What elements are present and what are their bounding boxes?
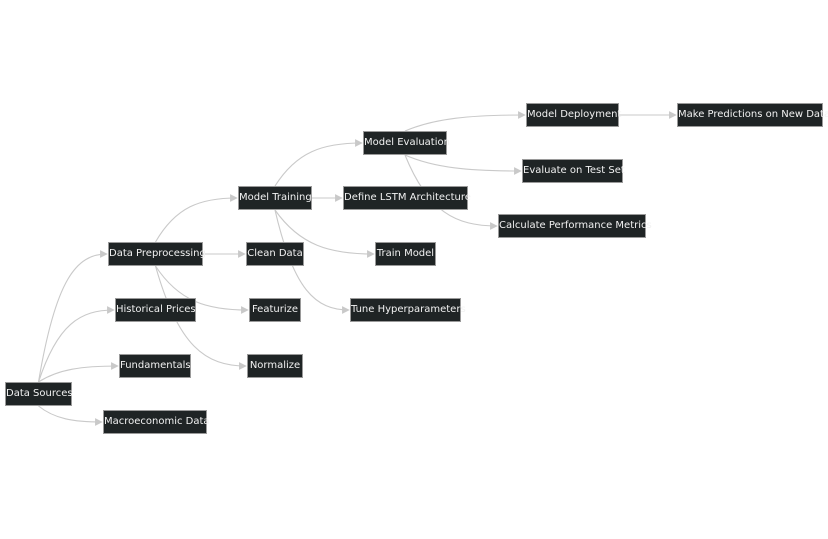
node-featurize[interactable]: Featurize xyxy=(249,298,301,322)
node-data-preprocessing[interactable]: Data Preprocessing xyxy=(108,242,206,266)
edge xyxy=(37,250,108,383)
edge-model-training-to-model-evaluation xyxy=(274,139,363,187)
edge xyxy=(37,306,115,383)
edge-model-evaluation-to-evaluate-test-set xyxy=(404,154,522,175)
node-define-lstm-architecture[interactable]: Define LSTM Architecture xyxy=(343,186,471,210)
node-fundamentals[interactable]: Fundamentals xyxy=(119,354,191,378)
edge xyxy=(154,265,247,370)
node-tune-hyperparameters[interactable]: Tune Hyperparameters xyxy=(350,298,466,322)
node-clean-data[interactable]: Clean Data xyxy=(246,242,304,266)
node-make-predictions-on-new-data[interactable]: Make Predictions on New Data xyxy=(677,103,828,127)
node-model-deployment[interactable]: Model Deployment xyxy=(526,103,621,127)
edge xyxy=(274,209,375,258)
edge-data-sources-to-historical-prices xyxy=(37,306,115,383)
edge xyxy=(404,154,522,175)
node-model-training[interactable]: Model Training xyxy=(238,186,312,210)
edge-data-sources-to-fundamentals xyxy=(38,362,119,383)
edge-data-sources-to-data-preprocessing xyxy=(37,250,108,383)
edge xyxy=(38,362,119,383)
edge-model-evaluation-to-calculate-metrics xyxy=(404,154,498,230)
node-evaluate-on-test-set[interactable]: Evaluate on Test Set xyxy=(522,159,625,183)
edge xyxy=(274,139,363,187)
edge xyxy=(155,194,238,243)
node-data-sources[interactable]: Data Sources xyxy=(5,382,73,406)
edge-data-sources-to-macroeconomic-data xyxy=(38,405,103,426)
edge-model-training-to-train-model xyxy=(274,209,375,258)
edge-data-preprocessing-to-model-training xyxy=(155,194,238,243)
node-model-evaluation[interactable]: Model Evaluation xyxy=(363,131,450,155)
edge-data-preprocessing-to-normalize xyxy=(154,265,247,370)
edge xyxy=(38,405,103,426)
node-historical-prices[interactable]: Historical Prices xyxy=(115,298,196,322)
edge-model-training-to-tune-hyperparameters xyxy=(274,209,350,314)
edge-model-evaluation-to-model-deployment xyxy=(404,111,526,132)
node-macroeconomic-data[interactable]: Macroeconomic Data xyxy=(103,410,210,434)
node-normalize[interactable]: Normalize xyxy=(247,354,303,378)
edge xyxy=(274,209,350,314)
edge xyxy=(404,154,498,230)
edge xyxy=(404,111,526,132)
node-train-model[interactable]: Train Model xyxy=(375,242,436,266)
node-calculate-performance-metrics[interactable]: Calculate Performance Metrics xyxy=(498,214,652,238)
